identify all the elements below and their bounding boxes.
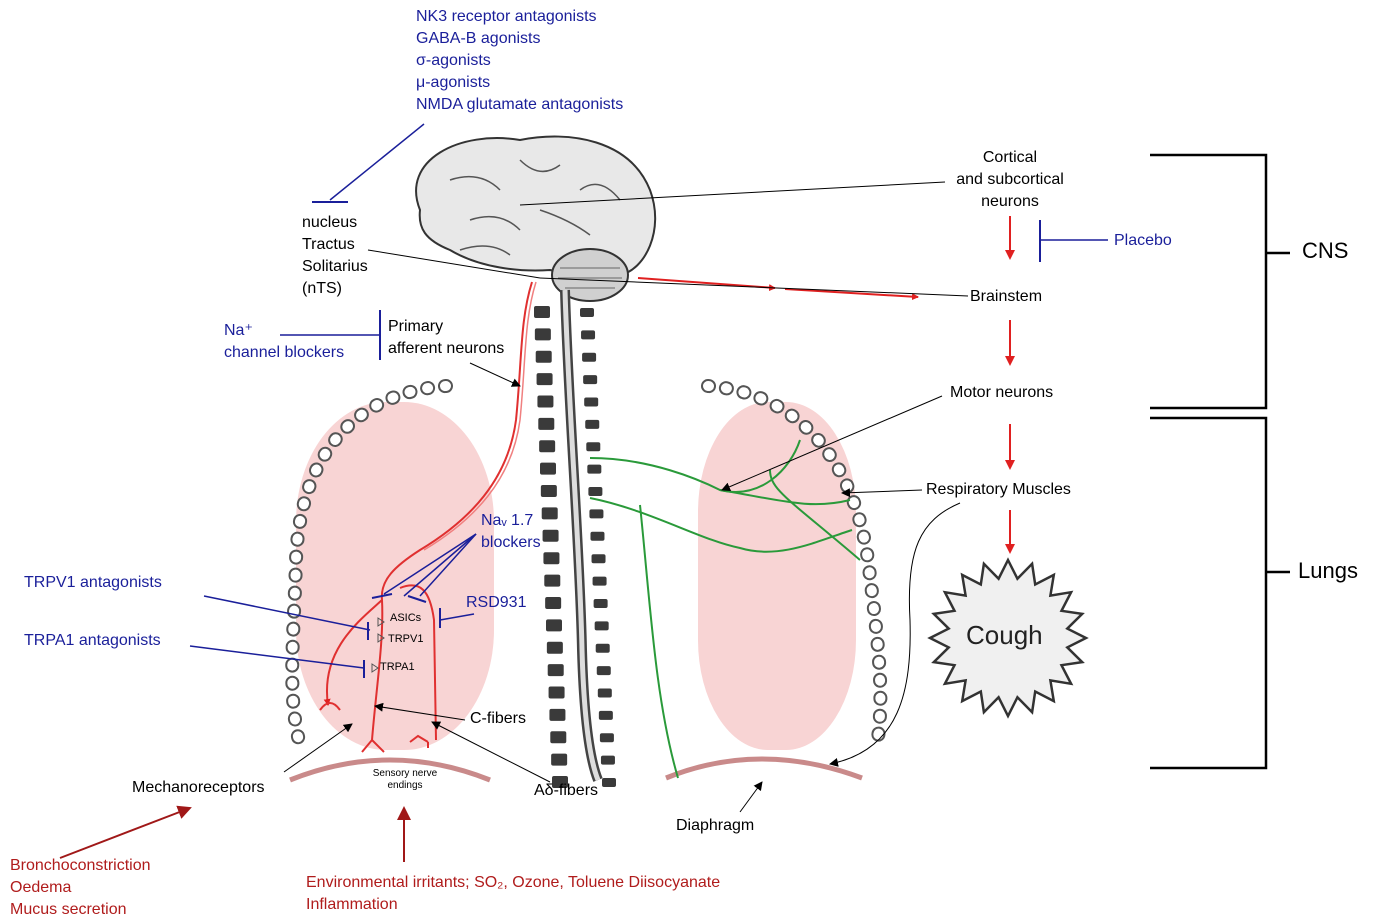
a-delta-fibers-label: Aδ-fibers — [534, 780, 598, 802]
vertebra-process — [594, 599, 608, 608]
vertebra-body — [540, 463, 556, 475]
trpv1-antagonists-label: TRPV1 antagonists — [24, 572, 162, 594]
vertebra-process — [599, 711, 613, 720]
vertebra-process — [592, 554, 606, 563]
vertebra-process — [584, 398, 598, 407]
vertebra-body — [535, 328, 551, 340]
vertebra-process — [587, 465, 601, 474]
na-line: channel blockers — [224, 342, 344, 364]
nts-line: Tractus — [302, 234, 368, 256]
cough-label: Cough — [966, 624, 1043, 646]
environment-item: Inflammation — [306, 894, 720, 916]
sensory-nerve-label: Sensory nerve endings — [360, 768, 450, 792]
environment-list: Environmental irritants; SO₂, Ozone, Tol… — [306, 872, 720, 916]
cns-drug-item: NMDA glutamate antagonists — [416, 94, 623, 116]
vertebra-process — [581, 330, 595, 339]
cortical-line: and subcortical — [930, 169, 1090, 191]
vertebra-body — [549, 686, 565, 698]
vertebra-body — [550, 731, 566, 743]
vertebra-process — [582, 353, 596, 362]
vertebra-body — [546, 619, 562, 631]
vertebra-body — [541, 485, 557, 497]
irritant-item: Mucus secretion — [10, 899, 151, 921]
mechanoreceptors-label: Mechanoreceptors — [132, 777, 265, 799]
diaphragm-label: Diaphragm — [676, 815, 754, 837]
lungs-label: Lungs — [1298, 560, 1358, 582]
vertebra-process — [597, 666, 611, 675]
asics-label: ASICs — [390, 611, 421, 625]
vertebra-process — [588, 487, 602, 496]
vertebra-process — [596, 644, 610, 653]
na-line: Na⁺ — [224, 320, 344, 342]
lungs-bracket — [1150, 418, 1290, 768]
vertebra-body — [534, 306, 550, 318]
nts-line: nucleus — [302, 212, 368, 234]
vertebra-body — [549, 709, 565, 721]
nav-line: Naᵥ 1.7 — [481, 510, 541, 532]
cns-bracket — [1150, 155, 1290, 408]
respiratory-muscles-label: Respiratory Muscles — [926, 479, 1071, 501]
vertebra-process — [583, 375, 597, 384]
brainstem-label: Brainstem — [970, 286, 1042, 308]
primary-afferent-label: Primary afferent neurons — [388, 316, 504, 360]
vertebra-process — [602, 778, 616, 787]
pa-line: Primary — [388, 316, 504, 338]
vertebra-body — [537, 373, 553, 385]
vertebra-body — [544, 575, 560, 587]
motor-neurons-label: Motor neurons — [950, 382, 1053, 404]
rsd931-label: RSD931 — [466, 592, 526, 614]
vertebra-process — [600, 733, 614, 742]
irritant-item: Bronchoconstriction — [10, 855, 151, 877]
nav17-blockers-label: Naᵥ 1.7 blockers — [481, 510, 541, 554]
vertebra-body — [545, 597, 561, 609]
cns-drug-item: NK3 receptor antagonists — [416, 6, 623, 28]
vertebra-process — [580, 308, 594, 317]
vertebra-process — [585, 420, 599, 429]
cortical-line: neurons — [930, 191, 1090, 213]
trpv1-label: TRPV1 — [388, 632, 423, 646]
trpa1-antagonists-label: TRPA1 antagonists — [24, 630, 161, 652]
vertebra-body — [543, 530, 559, 542]
cortical-line: Cortical — [930, 147, 1090, 169]
vertebra-process — [598, 688, 612, 697]
vertebra-body — [548, 664, 564, 676]
vertebra-process — [589, 509, 603, 518]
cns-label: CNS — [1302, 240, 1348, 262]
vertebra-process — [586, 442, 600, 451]
vertebra-process — [601, 756, 615, 765]
vertebra-process — [593, 577, 607, 586]
nts-line: (nTS) — [302, 278, 368, 300]
cns-drug-item: GABA-B agonists — [416, 28, 623, 50]
trpa1-label: TRPA1 — [380, 660, 415, 674]
irritants-list: Bronchoconstriction Oedema Mucus secreti… — [10, 855, 151, 921]
nav-line: blockers — [481, 532, 541, 554]
cns-drug-item: μ-agonists — [416, 72, 623, 94]
cns-drug-item: σ-agonists — [416, 50, 623, 72]
cortical-neurons-label: Cortical and subcortical neurons — [930, 147, 1090, 213]
irritant-item: Oedema — [10, 877, 151, 899]
environment-item: Environmental irritants; SO₂, Ozone, Tol… — [306, 872, 720, 894]
vertebra-body — [543, 552, 559, 564]
c-fibers-label: C-fibers — [470, 708, 526, 730]
vertebra-process — [590, 532, 604, 541]
placebo-label: Placebo — [1114, 230, 1172, 252]
pa-line: afferent neurons — [388, 338, 504, 360]
vertebra-body — [538, 418, 554, 430]
vertebra-body — [537, 396, 553, 408]
nts-line: Solitarius — [302, 256, 368, 278]
vertebra-body — [547, 642, 563, 654]
right-diaphragm — [666, 759, 862, 778]
vertebra-body — [536, 351, 552, 363]
vertebra-body — [539, 440, 555, 452]
na-channel-blockers-label: Na⁺ channel blockers — [224, 320, 344, 364]
vertebra-body — [542, 507, 558, 519]
cns-drug-list: NK3 receptor antagonists GABA-B agonists… — [416, 6, 623, 116]
nts-label: nucleus Tractus Solitarius (nTS) — [302, 212, 368, 300]
sensory-line: Sensory nerve — [360, 768, 450, 780]
vertebra-process — [595, 621, 609, 630]
vertebra-body — [551, 754, 567, 766]
sensory-line: endings — [360, 780, 450, 792]
